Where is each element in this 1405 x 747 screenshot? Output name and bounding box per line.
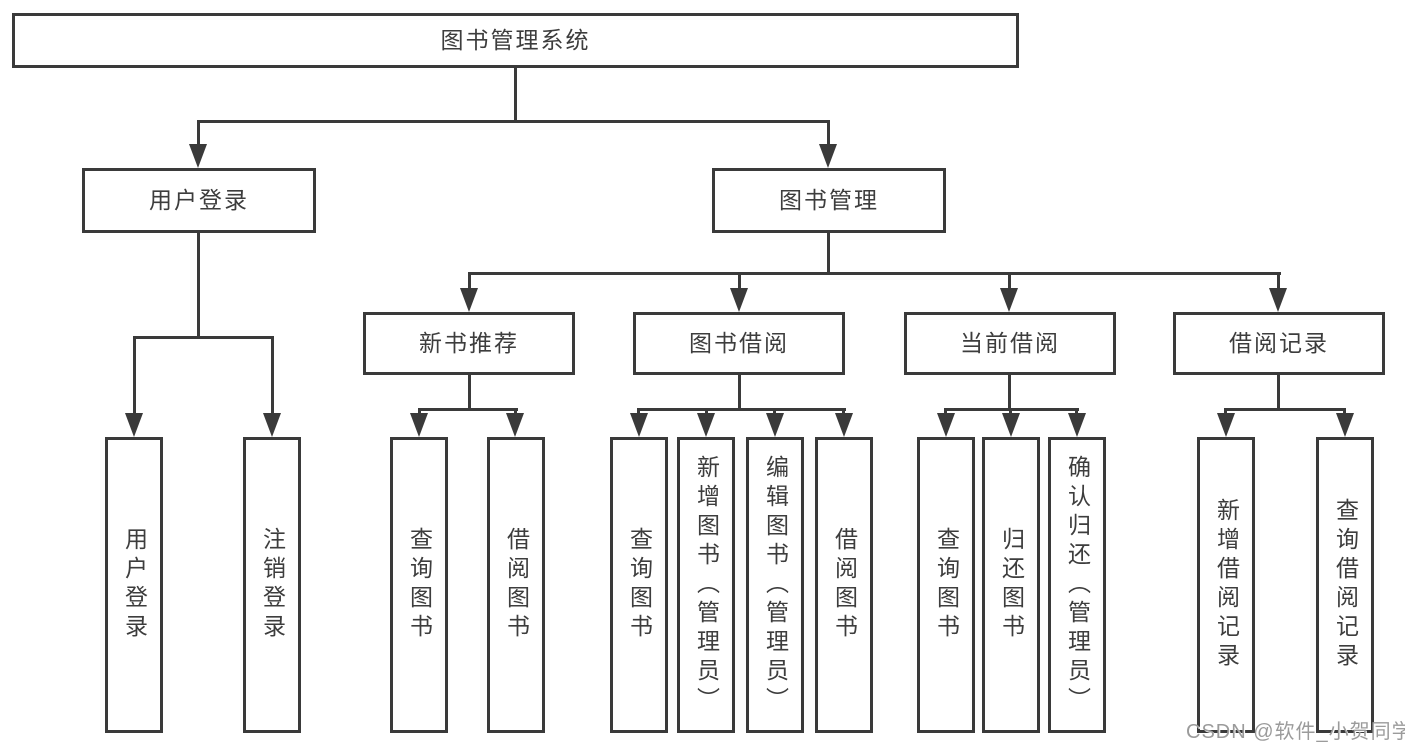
connector-stub-leaf-logout xyxy=(271,336,274,413)
connector-stub-cb-return xyxy=(1009,408,1012,413)
node-user-login-label: 用户登录 xyxy=(149,187,249,213)
leaf-nb-query-books-label: 查询图书 xyxy=(406,527,433,643)
connector-current-borrowing-stem xyxy=(1008,375,1011,408)
node-current-borrowing: 当前借阅 xyxy=(904,312,1116,375)
connector-stub-bb-borrow xyxy=(842,408,845,413)
leaf-cb-return-books: 归还图书 xyxy=(982,437,1040,733)
watermark: CSDN @软件_小贺同学 xyxy=(1186,721,1405,743)
connector-new-books-stem xyxy=(468,375,471,408)
arrowhead-cb-confirm xyxy=(1068,413,1086,437)
node-root-label: 图书管理系统 xyxy=(440,27,591,53)
leaf-cb-return-books-label: 归还图书 xyxy=(998,527,1025,643)
leaf-bb-edit-books-admin-label: 编辑图书（管理员） xyxy=(762,454,789,716)
leaf-br-query-record-label: 查询借阅记录 xyxy=(1332,498,1359,672)
connector-stub-br-query xyxy=(1343,408,1346,413)
leaf-br-query-record: 查询借阅记录 xyxy=(1316,437,1374,733)
connector-stub-br-add xyxy=(1224,408,1227,413)
leaf-bb-query-books-label: 查询图书 xyxy=(626,527,653,643)
connector-book-management-stem xyxy=(827,233,830,272)
connector-stub-bb-query xyxy=(637,408,640,413)
connector-book-borrowing-stem xyxy=(738,375,741,408)
node-borrow-records-label: 借阅记录 xyxy=(1229,330,1329,356)
connector-stub-book-borrowing xyxy=(738,272,741,288)
connector-user-login-stem xyxy=(197,233,200,336)
connector-stub-borrow-records xyxy=(1277,272,1280,288)
leaf-nb-borrow-books: 借阅图书 xyxy=(487,437,545,733)
connector-borrow-records-stem xyxy=(1277,375,1280,408)
arrowhead-leaf-user-login xyxy=(125,413,143,437)
node-book-borrowing: 图书借阅 xyxy=(633,312,845,375)
node-book-management: 图书管理 xyxy=(712,168,946,233)
arrowhead-current-borrowing xyxy=(1000,288,1018,312)
arrowhead-nb-query xyxy=(410,413,428,437)
leaf-bb-add-books-admin: 新增图书（管理员） xyxy=(677,437,735,733)
connector-stub-nb-borrow xyxy=(514,408,517,413)
node-new-books: 新书推荐 xyxy=(363,312,575,375)
arrowhead-leaf-logout xyxy=(263,413,281,437)
leaf-bb-query-books: 查询图书 xyxy=(610,437,668,733)
arrowhead-bb-query xyxy=(630,413,648,437)
connector-stub-leaf-user-login xyxy=(133,336,136,413)
connector-stub-new-books xyxy=(468,272,471,288)
connector-new-books-crossbar xyxy=(418,408,518,411)
leaf-user-login-label: 用户登录 xyxy=(121,527,148,643)
connector-stub-user-login xyxy=(197,120,200,146)
leaf-cb-confirm-return-admin-label: 确认归还（管理员） xyxy=(1064,454,1091,716)
arrowhead-borrow-records xyxy=(1269,288,1287,312)
leaf-logout-label: 注销登录 xyxy=(259,527,286,643)
connector-root-crossbar xyxy=(197,120,830,123)
leaf-cb-query-books-label: 查询图书 xyxy=(933,527,960,643)
connector-borrow-records-crossbar xyxy=(1224,408,1346,411)
connector-stub-cb-query xyxy=(944,408,947,413)
arrowhead-cb-return xyxy=(1002,413,1020,437)
arrowhead-bb-edit xyxy=(766,413,784,437)
leaf-br-add-record-label: 新增借阅记录 xyxy=(1213,498,1240,672)
leaf-bb-add-books-admin-label: 新增图书（管理员） xyxy=(693,454,720,716)
connector-stub-book-management xyxy=(827,120,830,146)
leaf-nb-query-books: 查询图书 xyxy=(390,437,448,733)
leaf-bb-borrow-books-label: 借阅图书 xyxy=(831,527,858,643)
node-root-library-system: 图书管理系统 xyxy=(12,13,1019,68)
connector-book-management-crossbar xyxy=(468,272,1281,275)
connector-root-stem xyxy=(514,68,517,120)
leaf-bb-borrow-books: 借阅图书 xyxy=(815,437,873,733)
arrowhead-cb-query xyxy=(937,413,955,437)
connector-stub-current-borrowing xyxy=(1008,272,1011,288)
connector-stub-cb-confirm xyxy=(1075,408,1078,413)
connector-user-login-crossbar xyxy=(133,336,274,339)
arrowhead-book-management xyxy=(819,144,837,168)
arrowhead-br-add xyxy=(1217,413,1235,437)
leaf-user-login: 用户登录 xyxy=(105,437,163,733)
node-current-borrowing-label: 当前借阅 xyxy=(960,330,1060,356)
arrowhead-bb-borrow xyxy=(835,413,853,437)
arrowhead-br-query xyxy=(1336,413,1354,437)
node-user-login: 用户登录 xyxy=(82,168,316,233)
leaf-cb-confirm-return-admin: 确认归还（管理员） xyxy=(1048,437,1106,733)
leaf-br-add-record: 新增借阅记录 xyxy=(1197,437,1255,733)
connector-stub-nb-query xyxy=(418,408,421,413)
arrowhead-user-login xyxy=(189,144,207,168)
connector-book-borrowing-crossbar xyxy=(637,408,846,411)
node-new-books-label: 新书推荐 xyxy=(419,330,519,356)
node-book-borrowing-label: 图书借阅 xyxy=(689,330,789,356)
arrowhead-nb-borrow xyxy=(506,413,524,437)
leaf-bb-edit-books-admin: 编辑图书（管理员） xyxy=(746,437,804,733)
leaf-cb-query-books: 查询图书 xyxy=(917,437,975,733)
leaf-nb-borrow-books-label: 借阅图书 xyxy=(503,527,530,643)
arrowhead-new-books xyxy=(460,288,478,312)
node-book-management-label: 图书管理 xyxy=(779,187,879,213)
node-borrow-records: 借阅记录 xyxy=(1173,312,1385,375)
leaf-logout: 注销登录 xyxy=(243,437,301,733)
connector-stub-bb-add xyxy=(705,408,708,413)
arrowhead-bb-add xyxy=(697,413,715,437)
connector-stub-bb-edit xyxy=(773,408,776,413)
arrowhead-book-borrowing xyxy=(730,288,748,312)
